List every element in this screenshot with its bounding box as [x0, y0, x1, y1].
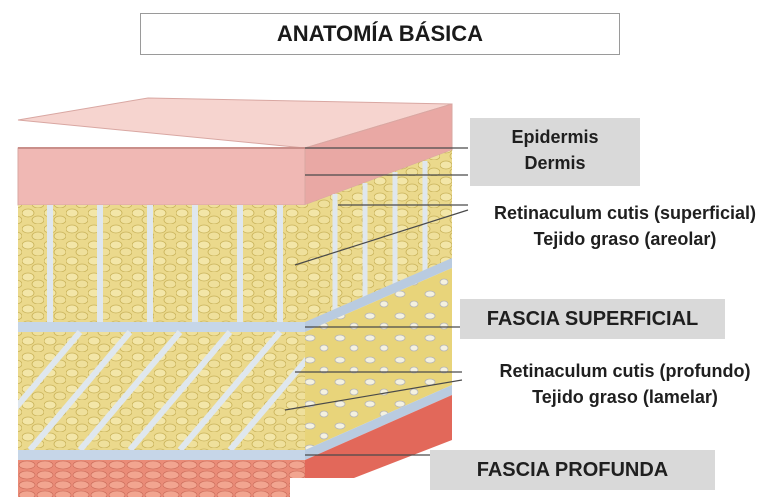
fascia-profunda-front: [18, 450, 305, 460]
label-box-epidermis-dermis: Epidermis Dermis: [470, 118, 640, 186]
label-fascia-superficial: FASCIA SUPERFICIAL: [460, 299, 725, 339]
muscle-front: [18, 460, 305, 497]
label-retinaculum-superficial: Retinaculum cutis (superficial): [470, 200, 780, 226]
label-box-fascia-profunda: FASCIA PROFUNDA: [430, 450, 715, 490]
label-dermis: Dermis: [470, 150, 640, 176]
fascia-superficial-front: [18, 322, 305, 332]
dermis-front-face: [18, 148, 305, 205]
label-tejido-areolar: Tejido graso (areolar): [470, 226, 780, 252]
label-box-areolar: Retinaculum cutis (superficial) Tejido g…: [470, 200, 780, 252]
label-epidermis: Epidermis: [470, 124, 640, 150]
bottom-mask: [290, 478, 430, 497]
label-fascia-profunda: FASCIA PROFUNDA: [430, 450, 715, 490]
label-box-fascia-superficial: FASCIA SUPERFICIAL: [460, 299, 725, 339]
areolar-fat-front: [18, 205, 305, 325]
label-box-lamelar: Retinaculum cutis (profundo) Tejido gras…: [470, 358, 780, 410]
label-retinaculum-profundo: Retinaculum cutis (profundo): [470, 358, 780, 384]
label-tejido-lamelar: Tejido graso (lamelar): [470, 384, 780, 410]
